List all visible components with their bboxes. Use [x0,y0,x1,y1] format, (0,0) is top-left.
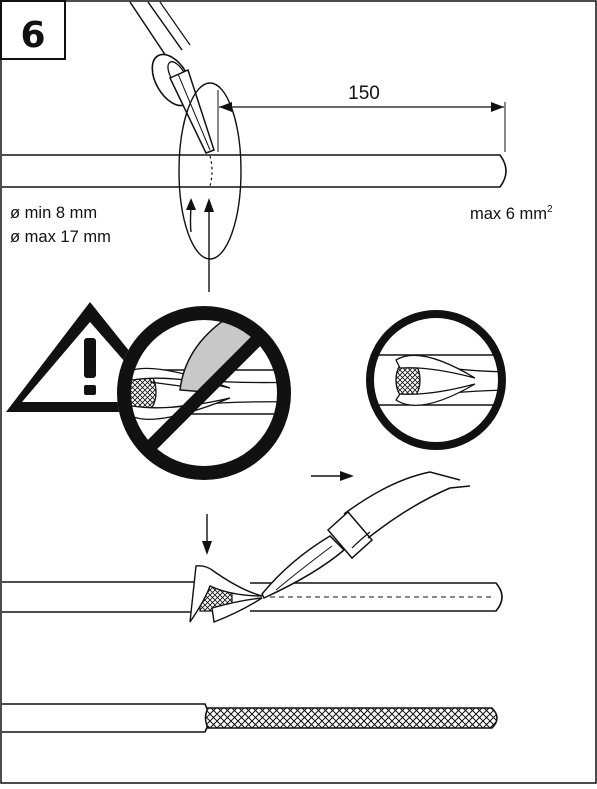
cross-section-superscript: 2 [547,204,553,215]
cable-bottom [2,703,498,733]
rotation-arrows [186,198,214,292]
step-badge: 6 [0,0,66,60]
stripping-tool-top [129,1,215,154]
diameter-min-label: ø min 8 mm [10,204,97,222]
stripping-knife [261,471,471,599]
prohibited-sign-icon [117,306,291,480]
cross-section-base: max 6 mm [470,205,547,223]
cable-middle [2,565,503,623]
dimension-strip-length: 150 [217,83,506,152]
cross-section-label: max 6 mm2 [470,204,553,223]
cable-top [2,154,507,188]
rotation-ellipse [178,82,242,260]
arrow-down [202,514,212,555]
diameter-max-label: ø max 17 mm [10,228,111,246]
arrow-to-correct [311,471,354,481]
strip-length-label: 150 [348,83,380,104]
step-number: 6 [20,15,45,56]
correct-detail-circle [366,310,506,450]
